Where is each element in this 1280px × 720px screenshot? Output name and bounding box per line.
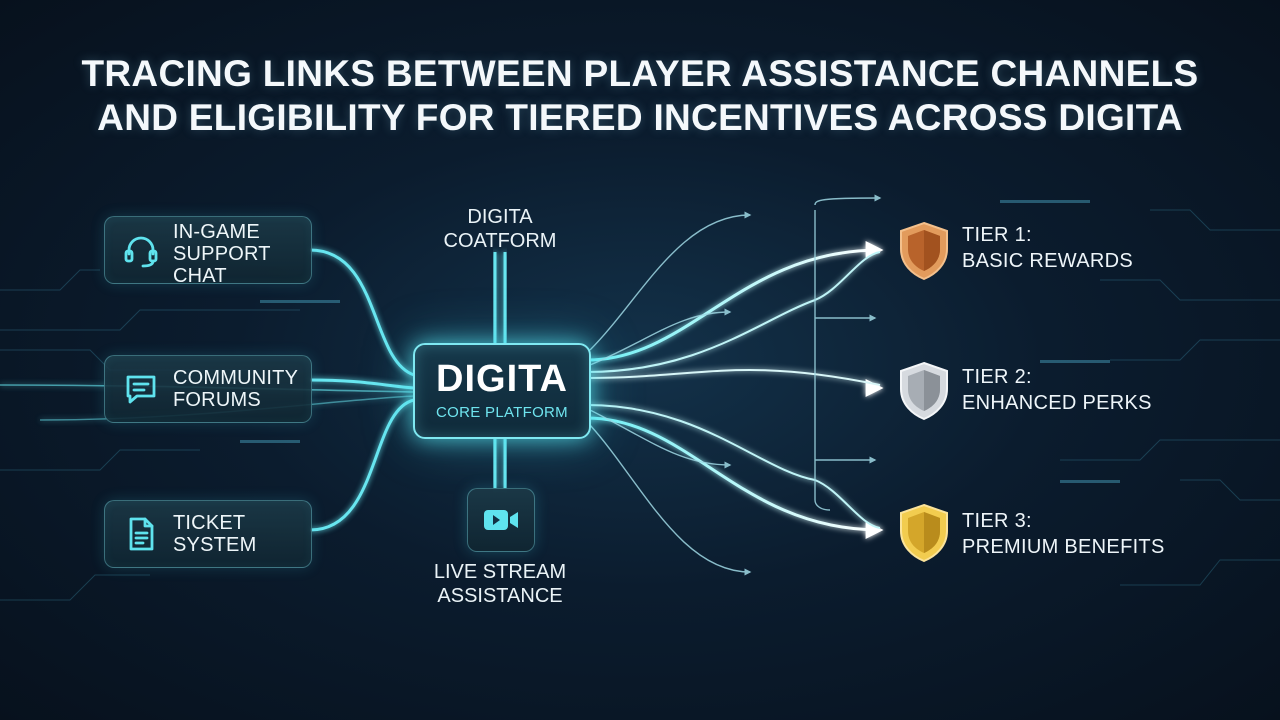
circuit-dots	[240, 200, 1120, 483]
channel-label: IN-GAME SUPPORT CHAT	[173, 221, 271, 287]
live-stream-label: LIVE STREAM ASSISTANCE	[433, 561, 567, 607]
channel-card-in-game-support-chat[interactable]: IN-GAME SUPPORT CHAT	[104, 216, 312, 287]
top-node-label: DIGITA COATFORM	[443, 206, 557, 252]
live-stream-node[interactable]	[467, 488, 535, 552]
core-title: DIGITA	[436, 358, 568, 400]
title-line-2: AND ELIGIBILITY FOR TIERED INCENTIVES AC…	[97, 97, 1183, 138]
core-platform-node[interactable]: DIGITA CORE PLATFORM	[413, 343, 591, 439]
branch-arrows	[589, 194, 882, 576]
tier-2-label: TIER 2: ENHANCED PERKS	[962, 366, 1152, 414]
silver-shield-icon	[900, 361, 948, 421]
document-icon	[119, 512, 163, 556]
bronze-shield-icon	[900, 221, 948, 281]
output-wires	[586, 241, 884, 539]
diagram-title: TRACING LINKS BETWEEN PLAYER ASSISTANCE …	[0, 52, 1280, 140]
gold-shield-icon	[900, 503, 948, 563]
channel-label: COMMUNITY FORUMS	[173, 367, 299, 411]
title-line-1: TRACING LINKS BETWEEN PLAYER ASSISTANCE …	[81, 53, 1199, 94]
channel-card-community-forums[interactable]: COMMUNITY FORUMS	[104, 355, 312, 423]
core-subtitle: CORE PLATFORM	[436, 404, 568, 421]
chat-bubble-icon	[119, 367, 163, 411]
tier-3-label: TIER 3: PREMIUM BENEFITS	[962, 510, 1165, 558]
tier-1-label: TIER 1: BASIC REWARDS	[962, 224, 1133, 272]
video-camera-icon	[484, 510, 518, 530]
vertical-wires	[493, 252, 507, 488]
channel-label: TICKET SYSTEM	[173, 512, 257, 556]
circuit-background	[0, 209, 1280, 601]
channel-card-ticket-system[interactable]: TICKET SYSTEM	[104, 500, 312, 568]
headset-icon	[119, 228, 163, 272]
